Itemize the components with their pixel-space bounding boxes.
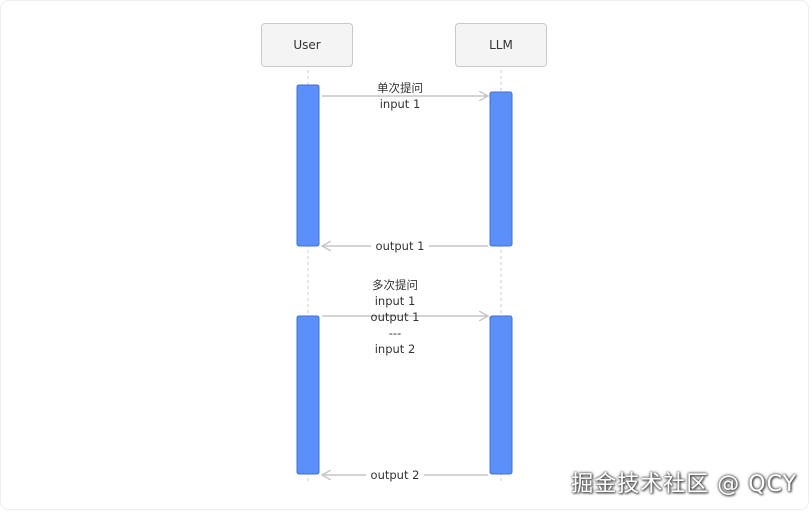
multi-request-line-5: input 2 xyxy=(374,342,416,356)
single-reply-label: output 1 xyxy=(360,238,440,254)
actor-llm: LLM xyxy=(455,23,547,67)
multi-request-line-1: 多次提问 xyxy=(372,278,418,292)
multi-request-line-3: output 1 xyxy=(370,310,420,324)
actor-user-label: User xyxy=(293,38,321,52)
multi-reply-label: output 2 xyxy=(355,467,435,483)
multi-request-line-2: input 1 xyxy=(374,294,416,308)
llm-activation-2 xyxy=(489,315,513,475)
single-reply-text: output 1 xyxy=(370,239,430,253)
multi-request-line-4: --- xyxy=(388,326,402,340)
actor-llm-label: LLM xyxy=(489,38,513,52)
user-activation-1 xyxy=(296,84,320,247)
single-request-label: 单次提问 input 1 xyxy=(360,80,440,112)
watermark: 掘金技术社区 @ QCY xyxy=(571,472,797,497)
multi-reply-text: output 2 xyxy=(365,468,425,482)
multi-request-label: 多次提问 input 1 output 1 --- input 2 xyxy=(355,277,435,357)
actor-user: User xyxy=(261,23,353,67)
user-activation-2 xyxy=(296,315,320,475)
single-request-line-2: input 1 xyxy=(379,97,421,111)
llm-activation-1 xyxy=(489,91,513,247)
single-request-line-1: 单次提问 xyxy=(377,81,423,95)
